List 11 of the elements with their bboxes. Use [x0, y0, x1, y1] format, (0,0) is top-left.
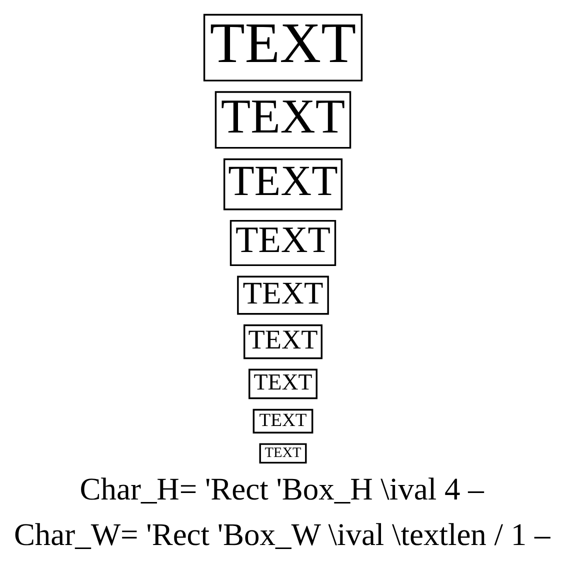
- node-box: TEXT: [223, 158, 343, 210]
- node-box: TEXT: [203, 14, 363, 82]
- label: Char_W= 'Rect 'Box_W \ival \textlen / 1 –: [14, 517, 550, 552]
- node-box: TEXT: [248, 368, 318, 400]
- node-box: TEXT: [230, 220, 336, 266]
- label: Char_H= 'Rect 'Box_H \ival 4 –: [80, 471, 484, 506]
- node-box: TEXT: [244, 324, 322, 360]
- node-box: TEXT: [252, 408, 314, 434]
- node-box: TEXT: [237, 276, 329, 315]
- node-box: TEXT: [214, 91, 352, 149]
- node-box: TEXT: [259, 443, 307, 464]
